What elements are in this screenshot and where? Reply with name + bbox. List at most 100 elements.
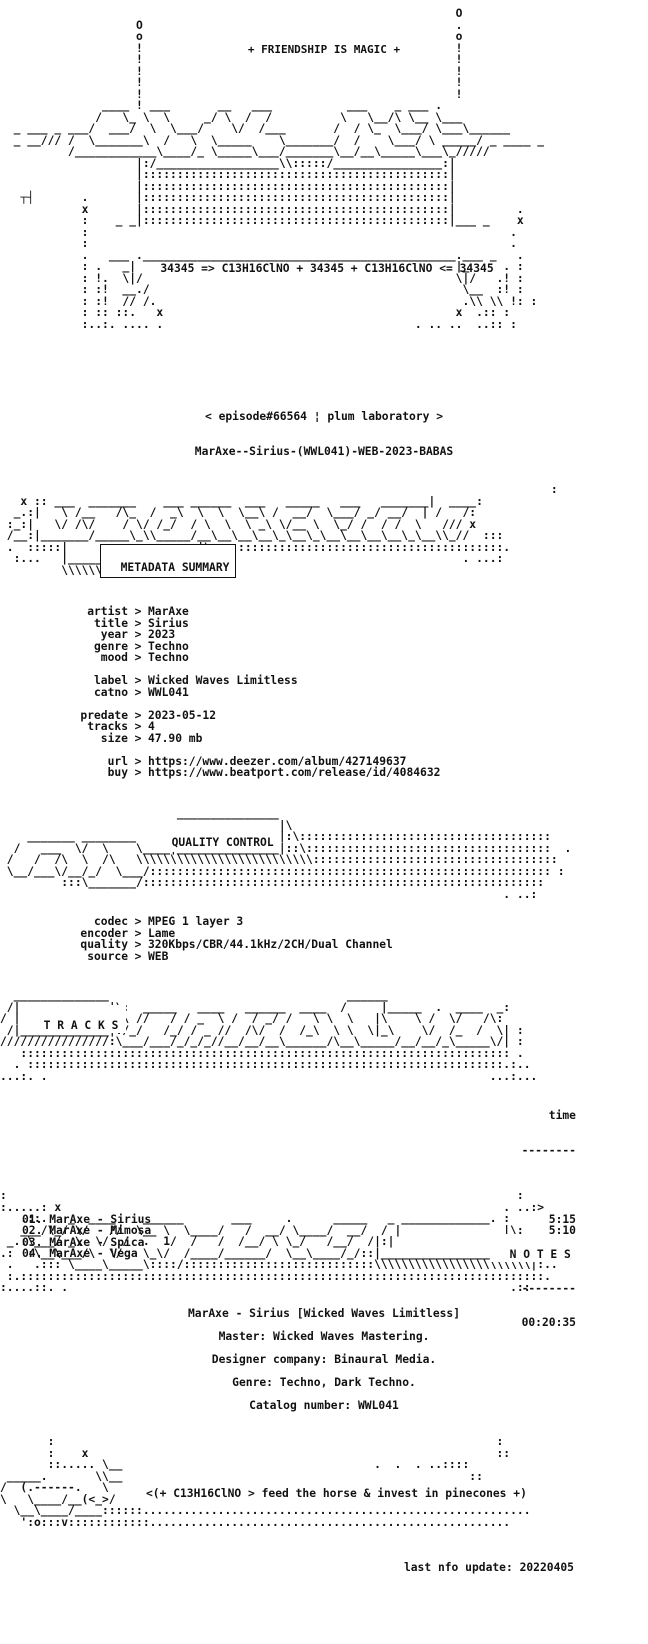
metadata-heading: METADATA SUMMARY bbox=[120, 561, 230, 574]
field-row: tracks >4 bbox=[0, 721, 648, 733]
field-value: Wicked Waves Limitless bbox=[148, 674, 298, 687]
field-row: quality>320Kbps/CBR/44.1kHz/2CH/Dual Cha… bbox=[0, 939, 648, 951]
field-key: predate bbox=[80, 708, 128, 722]
field-key: artist bbox=[87, 605, 128, 618]
notes-ascii: : : :.....: x . ..:> .::. _ ____ ______ … bbox=[0, 1189, 558, 1294]
footer-tagline: <(+ C13H16ClNO > feed the horse & invest… bbox=[146, 1487, 527, 1500]
notes-body: MarAxe - Sirius [Wicked Waves Limitless]… bbox=[0, 1302, 648, 1417]
field-key: mood bbox=[100, 651, 128, 664]
field-separator: > bbox=[134, 605, 142, 618]
field-key: codec bbox=[93, 915, 128, 928]
footer-tagline-layer: <(+ C13H16ClNO > feed the horse & invest… bbox=[0, 1488, 648, 1500]
field-key: encoder bbox=[80, 926, 128, 940]
episode-layer: < episode#66564 ¦ plum laboratory > bbox=[0, 411, 648, 423]
formula-layer: 34345 => C13H16ClNO + 34345 + C13H16ClNO… bbox=[0, 263, 648, 275]
total-divider-row: -------- bbox=[22, 1282, 576, 1295]
field-row: size>47.90 mb bbox=[0, 731, 648, 745]
track-time: 5:15 bbox=[548, 1212, 576, 1226]
field-separator: > bbox=[134, 685, 142, 699]
field-value: https://www.beatport.com/release/id/4084… bbox=[148, 766, 441, 779]
time-divider-row: -------- bbox=[22, 1143, 576, 1157]
field-key: buy bbox=[107, 766, 128, 779]
field-separator: > bbox=[134, 915, 142, 928]
field-separator: > bbox=[134, 639, 142, 653]
field-key: catno bbox=[93, 685, 128, 699]
field-row: buy > https://www.beatport.com/release/id/… bbox=[0, 767, 648, 779]
field-key: year bbox=[100, 628, 128, 641]
field-value: MPEG 1 layer 3 bbox=[148, 915, 244, 928]
metadata-heading-box: METADATA SUMMARY bbox=[100, 544, 237, 578]
field-row: genre > Techno bbox=[0, 639, 648, 653]
tracks-ascii: ______________ ______ /| |\: _____ ____ … bbox=[0, 989, 538, 1083]
track-name: 03. MarAxe - Spica bbox=[22, 1235, 145, 1249]
field-separator: > bbox=[134, 938, 142, 951]
field-separator: > bbox=[134, 926, 142, 940]
field-value: https://www.deezer.com/album/427149637 bbox=[148, 754, 407, 768]
field-row: year>2023 bbox=[0, 629, 648, 641]
field-key: url bbox=[107, 754, 128, 768]
banner-section: O O . o o ! bbox=[0, 8, 648, 330]
field-value: Techno bbox=[148, 639, 189, 653]
notes-header: : : :.....: x . ..:> .::. _ ____ ______ … bbox=[0, 1190, 648, 1294]
formula-line: 34345 => C13H16ClNO + 34345 + C13H16ClNO… bbox=[160, 262, 494, 275]
field-row: title > Sirius bbox=[0, 616, 648, 630]
track-row: 02. MarAxe - Mimosa 5:10 bbox=[22, 1225, 576, 1237]
field-value: WEB bbox=[148, 949, 169, 963]
release-layer: MarAxe--Sirius-(WWL041)-WEB-2023-BABAS bbox=[0, 446, 648, 458]
field-separator: > bbox=[134, 651, 142, 664]
field-value: 4 bbox=[148, 720, 155, 733]
metadata-header: : x :: ___ _______ ___ ______ ___ _____ … bbox=[0, 484, 648, 576]
banner-title: + FRIENDSHIP IS MAGIC + bbox=[247, 43, 401, 56]
release-name: MarAxe--Sirius-(WWL041)-WEB-2023-BABAS bbox=[194, 445, 454, 458]
field-row: mood > Techno bbox=[0, 652, 648, 664]
field-value: 320Kbps/CBR/44.1kHz/2CH/Dual Channel bbox=[148, 938, 393, 951]
field-separator: > bbox=[134, 731, 142, 745]
field-value: MarAxe bbox=[148, 605, 189, 618]
quality-header: _______________ | |\ _______ ________ | … bbox=[0, 808, 648, 900]
field-separator: > bbox=[134, 720, 142, 733]
track-name: 02. MarAxe - Mimosa bbox=[22, 1224, 152, 1237]
field-separator: > bbox=[134, 708, 142, 722]
field-row: codec > MPEG 1 layer 3 bbox=[0, 916, 648, 928]
field-value: Lame bbox=[148, 926, 176, 940]
field-separator: > bbox=[134, 766, 142, 779]
notes-line: Master: Wicked Waves Mastering. bbox=[218, 1330, 430, 1343]
field-value: WWL041 bbox=[148, 685, 189, 699]
field-value: Techno bbox=[148, 651, 189, 664]
track-time: 5:10 bbox=[548, 1224, 576, 1237]
field-key: source bbox=[87, 949, 128, 963]
field-separator: > bbox=[134, 616, 142, 630]
notes-line: Catalog number: WWL041 bbox=[249, 1399, 399, 1412]
field-row: catno > WWL041 bbox=[0, 685, 648, 699]
field-row: encoder > Lame bbox=[0, 926, 648, 940]
field-value: Sirius bbox=[148, 616, 189, 630]
notes-heading: N O T E S bbox=[509, 1248, 571, 1261]
field-key: title bbox=[93, 616, 128, 630]
time-header: time bbox=[548, 1109, 576, 1122]
footer-update-layer: last nfo update: 20220405 bbox=[0, 1562, 648, 1574]
tracks-header: ______________ ______ /| |\: _____ ____ … bbox=[0, 990, 648, 1082]
time-divider: -------- bbox=[521, 1143, 576, 1157]
field-row: source > WEB bbox=[0, 949, 648, 963]
field-key: label bbox=[93, 674, 128, 687]
track-name: 04. MarAxe - Vega bbox=[22, 1247, 138, 1260]
field-separator: > bbox=[134, 754, 142, 768]
field-key: genre bbox=[93, 639, 128, 653]
field-row: predate >2023-05-12 bbox=[0, 708, 648, 722]
field-value: 2023-05-12 bbox=[148, 708, 217, 722]
field-separator: > bbox=[134, 949, 142, 963]
quality-ascii: _______________ | |\ _______ ________ | … bbox=[6, 807, 572, 901]
banner-ascii-top: O O . o o ! bbox=[13, 7, 545, 331]
banner-title-layer: + FRIENDSHIP IS MAGIC + bbox=[0, 44, 648, 56]
field-row: label>Wicked Waves Limitless bbox=[0, 675, 648, 687]
notes-line: Designer company: Binaural Media. bbox=[211, 1353, 437, 1366]
tracks-heading: T R A C K S bbox=[43, 1019, 119, 1032]
footer-ascii: : : : x :: ::..... \__ . bbox=[0, 1435, 531, 1529]
field-row bbox=[0, 698, 648, 710]
field-key: tracks bbox=[87, 720, 128, 733]
field-row: url > https://www.deezer.com/album/4271496… bbox=[0, 754, 648, 768]
notes-line: MarAxe - Sirius [Wicked Waves Limitless] bbox=[187, 1307, 461, 1320]
